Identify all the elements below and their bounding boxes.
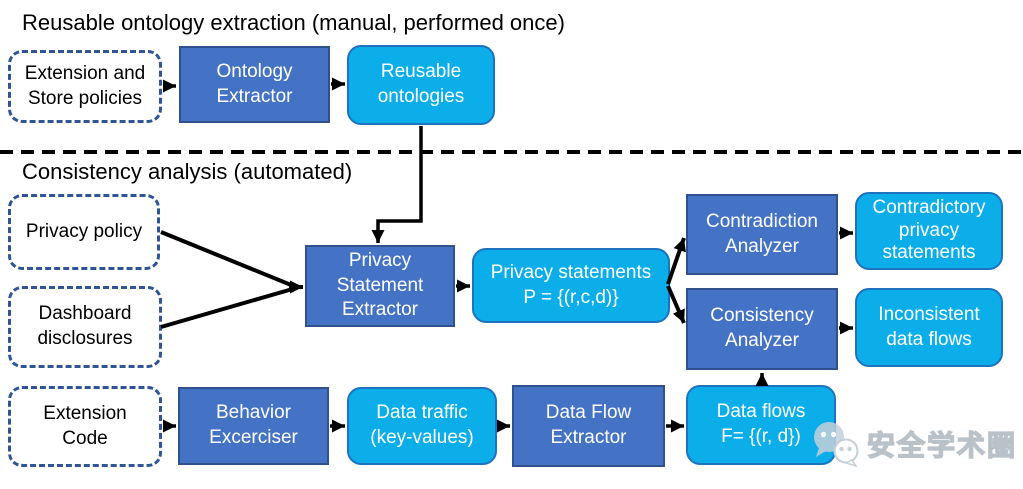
node-label: Dashboard disclosures [37,303,133,349]
node-data-traffic: Data traffic (key-values) [347,387,497,465]
watermark-text: 安全学术圈 [866,429,1018,461]
arrow-privacy-statements-to-consistency-analyzer [666,285,686,324]
node-data-flow-extractor: Data Flow Extractor [512,385,665,467]
node-contradictory-privacy-statements: Contradictory privacy statements [855,192,1003,270]
node-label: Data flows F= {(r, d}) [716,401,806,447]
node-consistency-analyzer: Consistency Analyzer [686,288,838,370]
node-behavior-excerciser: Behavior Excerciser [178,387,329,465]
node-label: Reusable ontologies [377,61,465,107]
node-label: Contradiction Analyzer [706,210,818,257]
node-privacy-statements: Privacy statements P = {(r,c,d)} [472,248,670,323]
node-privacy-policy: Privacy policy [8,194,160,270]
arrow-reusable-ontologies-to-privacy-statement-extractor [371,126,423,243]
node-ontology-extractor: Ontology Extractor [179,46,330,123]
node-label: Behavior Excerciser [209,402,298,448]
node-label: Data Flow Extractor [545,402,632,448]
node-label: Consistency Analyzer [710,305,814,351]
node-label: Extension Code [43,402,127,449]
node-label: Extension and Store policies [24,62,146,109]
node-label: Data traffic (key-values) [370,402,474,448]
arrow-privacy-statements-to-contradiction-analyzer [666,237,686,285]
node-dashboard-disclosures: Dashboard disclosures [8,286,162,368]
node-extension-code: Extension Code [8,386,162,467]
node-data-flows: Data flows F= {(r, d}) [686,385,836,465]
section-title-consistency-analysis: Consistency analysis (automated) [22,159,353,184]
node-privacy-statement-extractor: Privacy Statement Extractor [305,245,455,327]
edge-privacy-policy-to-extractor [160,230,297,289]
node-label: Privacy statements P = {(r,c,d)} [490,261,652,308]
wechat-icon [814,422,859,468]
node-inconsistent-data-flows: Inconsistent data flows [855,288,1003,367]
node-label: Inconsistent data flows [878,303,980,350]
node-label: Ontology Extractor [216,60,293,107]
watermark: 安全学术圈 [810,420,1017,468]
node-contradiction-analyzer: Contradiction Analyzer [686,194,838,275]
node-label: Privacy Statement Extractor [336,249,424,321]
node-label: Privacy policy [25,220,143,242]
node-reusable-ontologies: Reusable ontologies [347,45,495,125]
section-title-reusable-ontology-extraction: Reusable ontology extraction (manual, pe… [22,10,565,35]
edge-dashboard-disclosures-to-extractor [160,286,297,329]
node-extension-and-store-policies: Extension and Store policies [8,50,162,123]
node-label: Contradictory privacy statements [872,196,986,264]
